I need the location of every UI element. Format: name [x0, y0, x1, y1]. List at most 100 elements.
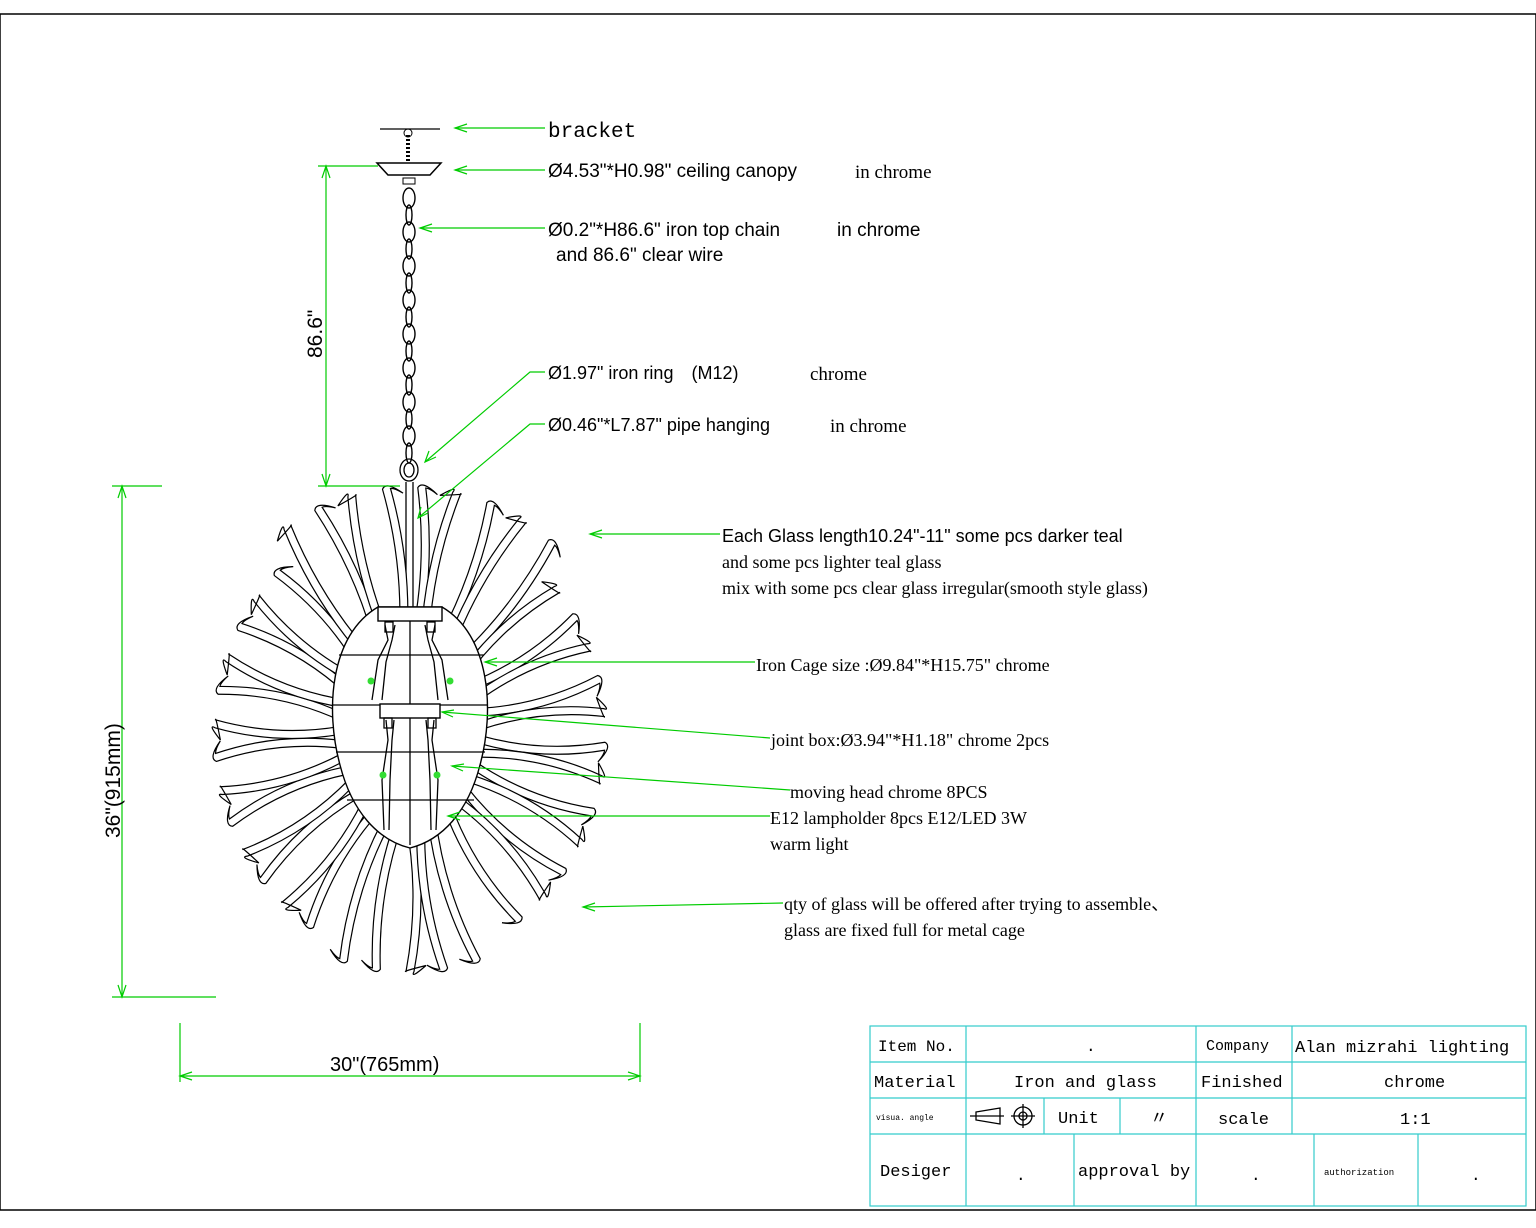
- unit-label: Unit: [1058, 1110, 1099, 1129]
- chain-link: [402, 425, 416, 447]
- glass-arm: [211, 718, 341, 741]
- glass-arm: [471, 634, 592, 704]
- unit-value: 〃: [1150, 1108, 1168, 1128]
- glass-arm: [427, 816, 481, 964]
- authorization-label: authorization: [1324, 1168, 1394, 1178]
- item-no-label: Item No.: [878, 1038, 955, 1056]
- glass-arm: [215, 675, 343, 722]
- glass-arm: [476, 674, 603, 717]
- glass-arm: [444, 805, 523, 925]
- dimension-lines: [112, 164, 642, 1082]
- bracket-label: bracket: [548, 121, 636, 144]
- glass-arm: [416, 820, 449, 973]
- glass-arm: [466, 613, 580, 692]
- glass-arm: [250, 594, 359, 684]
- chain-link: [405, 306, 413, 328]
- glass-arm: [218, 753, 344, 806]
- warm-light-label: warm light: [770, 834, 849, 854]
- moving-head-label: moving head chrome 8PCS: [790, 782, 987, 802]
- glass-arm: [276, 524, 376, 665]
- pipe-label: Ø0.46"*L7.87" pipe hanging: [548, 415, 770, 435]
- lower-lampholders: [379, 717, 441, 831]
- company-value: Alan mizrahi lighting: [1295, 1039, 1509, 1058]
- glass-arm: [226, 766, 348, 827]
- canopy-finish-label: in chrome: [855, 162, 932, 183]
- chain-wire-label: and 86.6" clear wire: [556, 245, 723, 266]
- ceiling-canopy: [375, 162, 443, 176]
- authorization-value: .: [1471, 1167, 1481, 1185]
- mid-joint-box: [379, 703, 441, 719]
- glass-arm: [361, 820, 404, 972]
- chain-link: [402, 255, 416, 277]
- top-joint-box: [377, 606, 443, 622]
- chain-label: Ø0.2"*H86.6" iron top chain: [548, 220, 780, 241]
- width-dimension: 30"(765mm): [330, 1054, 439, 1076]
- visual-angle-label: visua. angle: [876, 1114, 934, 1123]
- canopy-label: Ø4.53"*H0.98" ceiling canopy: [548, 161, 798, 182]
- finished-label: Finished: [1201, 1074, 1283, 1093]
- chain-link: [402, 357, 416, 379]
- glass-arm: [430, 500, 504, 656]
- iron-ring: [399, 458, 419, 482]
- glass-arm: [458, 581, 561, 680]
- glass-arm: [477, 748, 606, 785]
- glass-arm: [337, 493, 397, 652]
- item-no-value: .: [1086, 1038, 1096, 1056]
- glass-arm: [479, 696, 608, 731]
- chain-link: [405, 408, 413, 430]
- scale-label: scale: [1218, 1111, 1269, 1130]
- ring-label: Ø1.97" iron ring (M12): [548, 363, 738, 383]
- chain-link: [405, 238, 413, 260]
- lampholder-label: E12 lampholder 8pcs E12/LED 3W: [770, 808, 1027, 828]
- canopy-loop: [402, 177, 416, 185]
- glass-label-line1: Each Glass length10.24"-11" some pcs dar…: [722, 526, 1123, 546]
- glass-arm: [468, 774, 586, 848]
- glass-arm: [450, 539, 561, 670]
- designer-value: .: [1016, 1167, 1026, 1185]
- glass-arm: [409, 484, 438, 648]
- finished-value: chrome: [1384, 1074, 1445, 1093]
- glass-arm: [256, 790, 361, 885]
- chain-link: [402, 323, 416, 345]
- iron-ring-inner: [403, 462, 415, 478]
- cage-label: Iron Cage size :Ø9.84"*H15.75" chrome: [756, 655, 1050, 675]
- glass-arm: [298, 808, 379, 930]
- projection-symbol-icon: [970, 1104, 1035, 1128]
- title-block: [869, 1025, 1527, 1207]
- chain-link: [402, 187, 416, 209]
- material-label: Material: [874, 1074, 956, 1093]
- chain-link: [402, 391, 416, 413]
- chain-link: [402, 289, 416, 311]
- scale-value: 1:1: [1400, 1111, 1431, 1130]
- ring-finish-label: chrome: [810, 364, 867, 385]
- approval-value: .: [1251, 1167, 1261, 1185]
- glass-qty-label-line2: glass are fixed full for metal cage: [784, 920, 1025, 940]
- glass-label-line3: mix with some pcs clear glass irregular(…: [722, 578, 1148, 599]
- pipe-finish-label: in chrome: [830, 416, 907, 437]
- chain-height-dimension: 86.6": [304, 310, 327, 358]
- joint-box-label: joint box:Ø3.94"*H1.18" chrome 2pcs: [770, 730, 1049, 750]
- material-value: Iron and glass: [1014, 1074, 1157, 1093]
- leader-lines: [417, 123, 791, 912]
- upper-lampholders: [367, 621, 454, 701]
- chain-finish-label: in chrome: [837, 220, 920, 241]
- glass-arm: [222, 653, 347, 708]
- glass-arm: [461, 786, 567, 881]
- top-chain: [402, 187, 416, 464]
- chain-link: [405, 340, 413, 362]
- glass-arm: [212, 737, 341, 763]
- glass-arm: [329, 816, 393, 964]
- glass-arm: [236, 615, 352, 696]
- chandelier-drawing: [211, 128, 609, 976]
- glass-qty-label-line1: qty of glass will be offered after tryin…: [784, 894, 1169, 914]
- glass-arm: [242, 778, 354, 864]
- glass-arms: [211, 484, 609, 976]
- chain-link: [405, 374, 413, 396]
- glass-arm: [473, 762, 597, 826]
- glass-arm: [404, 822, 427, 976]
- glass-arm: [479, 735, 609, 763]
- total-height-dimension: 36"(915mm): [102, 723, 125, 838]
- chain-link: [405, 272, 413, 294]
- designer-label: Desiger: [880, 1163, 951, 1182]
